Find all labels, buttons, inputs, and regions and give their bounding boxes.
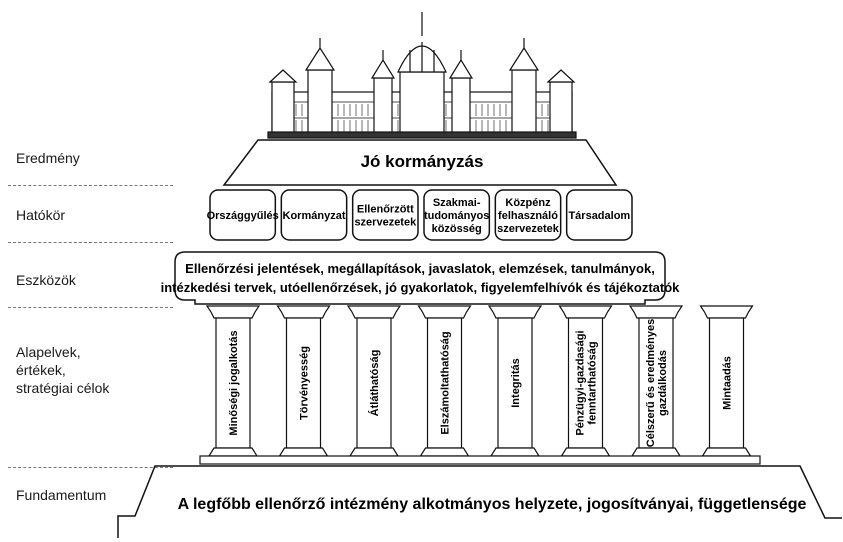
divider — [8, 242, 173, 243]
pillar-label: Átláthatóság — [368, 350, 381, 417]
pillar-label: Mintaadás — [722, 356, 734, 410]
pillar-label: Integritás — [510, 358, 522, 408]
pillar-label: Célszerű és eredményesgazdálkodás — [645, 319, 669, 447]
divider — [8, 467, 173, 468]
row-label-principles: Alapelvek, értékek, stratégiai célok — [16, 344, 110, 396]
row-label-result: Eredmény — [16, 150, 80, 166]
pillar: Átláthatóság — [346, 305, 402, 457]
pillar: Integritás — [487, 305, 543, 457]
pillar: Célszerű és eredményesgazdálkodás — [628, 305, 684, 457]
scope-box — [565, 189, 633, 241]
row-label-tools: Eszközök — [16, 272, 76, 288]
scope-label: Országgyűlés — [207, 210, 279, 222]
result-title: Jó kormányzás — [361, 152, 484, 171]
divider — [8, 185, 173, 186]
pillar-label: Törvényesség — [299, 346, 311, 420]
scope-label: Társadalom — [568, 210, 630, 222]
scope-box — [423, 189, 491, 241]
scope-label: Kormányzat — [283, 210, 346, 222]
parliament-building-icon — [267, 12, 577, 139]
pillar: Minőségi jogalkotás — [205, 305, 261, 457]
pillar: Törvényesség — [276, 305, 331, 457]
result-block: Jó kormányzás — [222, 139, 618, 186]
scope-box — [209, 189, 277, 241]
pillar-label: Minőségi jogalkotás — [228, 330, 240, 435]
divider — [8, 307, 173, 308]
pillar-base — [199, 455, 761, 465]
pillar-label: Elszámoltathatóság — [440, 331, 452, 434]
pillar: Pénzügyi-gazdaságifenntarthatóság — [558, 305, 613, 457]
tools-line-1: Ellenőrzési jelentések, megállapítások, … — [185, 261, 655, 276]
row-label-foundation: Fundamentum — [16, 487, 107, 503]
row-label-scope: Hatókör — [16, 207, 66, 223]
foundation-text: A legfőbb ellenőrző intézmény alkotmányo… — [178, 496, 807, 513]
foundation-block: A legfőbb ellenőrző intézmény alkotmányo… — [117, 465, 842, 538]
pillar: Elszámoltathatóság — [417, 305, 472, 457]
pillars: Minőségi jogalkotás Törvényesség Átlátható… — [205, 305, 754, 457]
pillar-label: Pénzügyi-gazdaságifenntarthatóság — [575, 330, 599, 435]
scope-box — [280, 189, 348, 241]
tools-block: Ellenőrzési jelentések, megállapítások, … — [161, 251, 681, 305]
pillar: Mintaadás — [699, 305, 754, 457]
scope-box — [351, 189, 419, 241]
scope-box — [494, 189, 562, 241]
tools-line-2: intézkedési tervek, utóellenőrzések, jó … — [161, 280, 681, 295]
